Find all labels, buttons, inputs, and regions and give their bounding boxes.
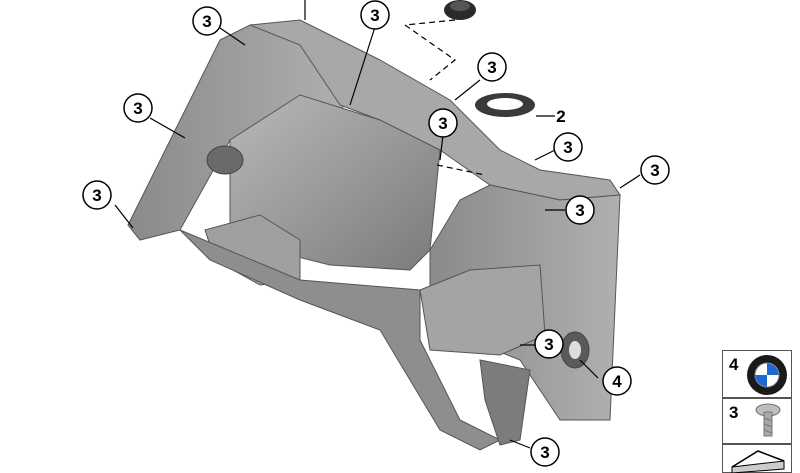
parts-legend: 4 3	[722, 350, 794, 473]
wedge-arrow-icon	[731, 450, 785, 473]
svg-text:3: 3	[575, 201, 584, 220]
callout-3-upper-right: 3	[477, 52, 507, 82]
svg-text:3: 3	[92, 186, 101, 205]
svg-text:2: 2	[556, 107, 565, 126]
main-carrier-part	[127, 19, 621, 451]
callout-2: 2	[556, 107, 565, 126]
svg-text:3: 3	[438, 114, 447, 133]
svg-text:3: 3	[540, 443, 549, 462]
callout-3-top: 3	[360, 0, 390, 30]
callout-3-far-right: 3	[640, 155, 670, 185]
legend-item-screw: 3	[722, 398, 792, 444]
callout-3-left: 3	[123, 93, 153, 123]
svg-text:3: 3	[133, 99, 142, 118]
svg-text:3: 3	[650, 161, 659, 180]
torx-screw-icon	[755, 403, 781, 437]
callout-4: 4	[602, 366, 632, 396]
callout-3-lower-left: 3	[82, 180, 112, 210]
grommet-part	[444, 0, 476, 20]
legend-item-emblem: 4	[722, 350, 792, 398]
ring-seal-part	[475, 93, 535, 117]
svg-text:3: 3	[370, 6, 379, 25]
svg-text:4: 4	[612, 372, 622, 391]
callout-3-bottom: 3	[530, 437, 560, 467]
svg-text:3: 3	[202, 12, 211, 31]
callout-3-right-middle: 3	[565, 195, 595, 225]
callout-3-lower-right: 3	[534, 329, 564, 359]
bmw-roundel-emblem-icon	[747, 355, 787, 395]
legend-item-misc	[722, 444, 792, 473]
svg-text:3: 3	[544, 335, 553, 354]
callout-3-center-right: 3	[553, 132, 583, 162]
svg-text:3: 3	[487, 58, 496, 77]
callout-3-top-left: 3	[192, 6, 222, 36]
callout-3-center: 3	[428, 108, 458, 138]
leader-lines	[114, 0, 641, 449]
svg-text:3: 3	[563, 138, 572, 157]
